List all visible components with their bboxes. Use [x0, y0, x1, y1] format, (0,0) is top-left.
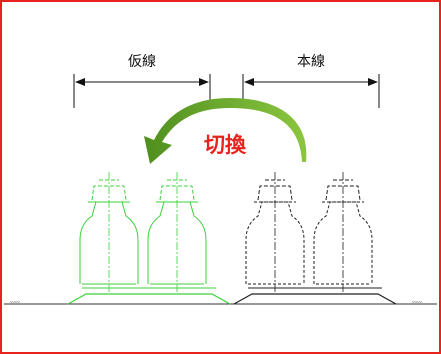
track-switch-diagram: 仮線 本線 切換 〰〰 〰〰	[4, 54, 437, 306]
temporary-line-trains	[67, 171, 231, 305]
main-line-label: 本線	[297, 54, 325, 70]
temporary-line-dimension: 仮線	[73, 54, 211, 108]
switch-arrow-icon	[144, 98, 307, 164]
ground-line: 〰〰 〰〰	[4, 300, 437, 306]
temporary-line-label: 仮線	[128, 54, 156, 70]
main-line-dimension: 本線	[242, 54, 380, 108]
svg-text:〰〰: 〰〰	[10, 300, 20, 306]
main-line-trains	[245, 171, 373, 295]
svg-text:〰〰: 〰〰	[412, 300, 422, 306]
switch-label: 切換	[204, 133, 247, 157]
main-line-ballast	[233, 287, 397, 305]
